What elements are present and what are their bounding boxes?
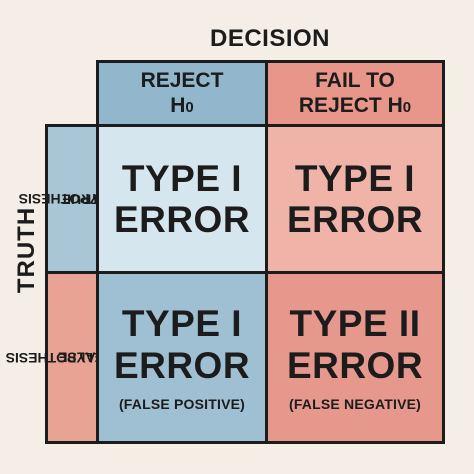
- cell-type-one-error-top-right: TYPE I ERROR: [265, 124, 445, 274]
- truth-axis-label: TRUTH: [13, 206, 41, 294]
- cell-type-one-error-top-left: TYPE I ERROR: [96, 124, 268, 274]
- decision-axis-title: DECISION: [209, 25, 330, 52]
- row-header-hypothesis-true: HYPOTHESIS TRUE: [18, 124, 109, 274]
- cell-line2: ERROR: [113, 199, 251, 240]
- column-header-reject: REJECT H0: [96, 60, 268, 127]
- cell-type-two-error-false-negative: TYPE II ERROR (FALSE NEGATIVE): [265, 271, 445, 444]
- cell-line2: ERROR: [286, 199, 424, 240]
- cell-line1: TYPE I: [294, 157, 416, 199]
- cell-type-one-error-false-positive: TYPE I ERROR (FALSE POSITIVE): [96, 271, 268, 444]
- fail-reject-h-subscript: 0: [402, 98, 412, 116]
- reject-label: REJECT: [140, 69, 224, 93]
- column-header-fail-to-reject: FAIL TO REJECT H0: [265, 60, 445, 127]
- reject-h-label: H: [170, 93, 186, 117]
- false-positive-note: (FALSE POSITIVE): [118, 395, 246, 412]
- false-negative-note: (FALSE NEGATIVE): [288, 395, 422, 412]
- row-header-null-false: NULLYPOTHESIS FALSE: [6, 271, 122, 444]
- cell-line2: ERROR: [286, 344, 424, 386]
- cell-line1: TYPE I: [121, 303, 243, 345]
- true-label: TRUE: [61, 191, 100, 208]
- cell-line1: TYPE II: [289, 303, 421, 345]
- reject-h-subscript: 0: [185, 98, 194, 116]
- cell-line2: ERROR: [113, 344, 251, 386]
- fail-reject-h-label: REJECT H: [298, 93, 403, 117]
- cell-line1: TYPE I: [121, 157, 243, 199]
- fail-to-label: FAIL TO: [315, 69, 395, 93]
